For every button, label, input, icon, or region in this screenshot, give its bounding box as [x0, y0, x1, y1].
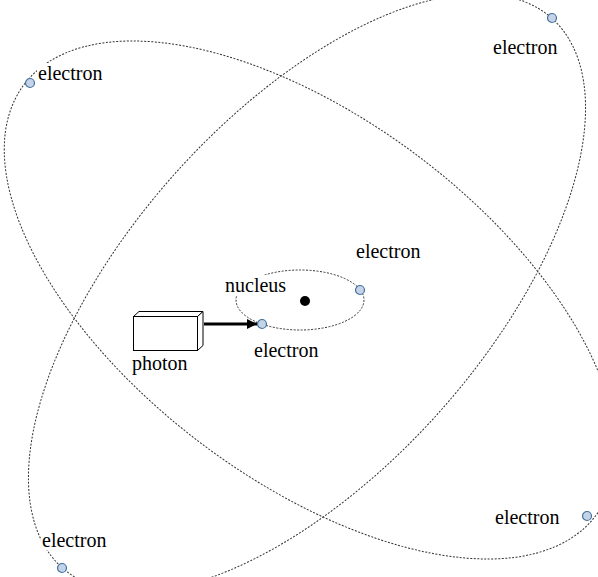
box-front-face — [134, 317, 198, 351]
electron-label: electron — [492, 37, 558, 57]
electron-circle — [548, 14, 557, 23]
box-top-face — [134, 312, 204, 317]
electron-circle — [356, 286, 365, 295]
electron-dot: electron — [582, 511, 592, 521]
photon-label: photon — [131, 353, 189, 373]
node-shape — [547, 13, 557, 23]
node-shape — [57, 563, 67, 573]
box-side-face — [198, 312, 204, 351]
node-shape — [257, 319, 267, 329]
node-shape — [355, 285, 365, 295]
electron-circle — [258, 320, 267, 329]
electron-dot: electron — [547, 13, 557, 23]
electron-label: electron — [253, 340, 319, 360]
electron-label: electron — [41, 530, 107, 550]
electron-dot: electron — [257, 319, 267, 329]
electron-label: electron — [494, 507, 560, 527]
node-shape — [133, 311, 204, 351]
node-shape — [300, 296, 310, 306]
electron-dot: electron — [57, 563, 67, 573]
photon-arrow — [204, 323, 257, 326]
nucleus-dot: nucleus — [300, 296, 310, 306]
electron-dot: electron — [355, 285, 365, 295]
nucleus-label: nucleus — [224, 275, 287, 295]
photon-box: photon — [133, 311, 204, 351]
electron-dot: electron — [25, 78, 35, 88]
electron-label: electron — [355, 241, 421, 261]
electron-circle — [58, 564, 67, 573]
node-shape — [582, 511, 592, 521]
nucleus-circle — [300, 296, 310, 306]
electron-label: electron — [37, 63, 103, 83]
electron-circle — [26, 79, 35, 88]
electron-circle — [583, 512, 592, 521]
node-shape — [25, 78, 35, 88]
